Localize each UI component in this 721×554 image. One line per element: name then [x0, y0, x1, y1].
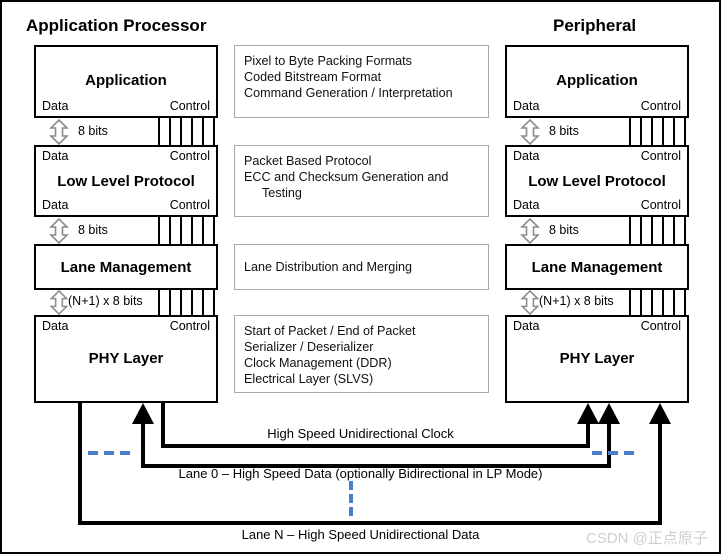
box-label: PHY Layer — [88, 350, 164, 367]
lane-ellipsis-dash-vertical — [349, 507, 353, 516]
lane-ellipsis-dash — [624, 451, 634, 455]
laneN-right-stub — [658, 420, 662, 525]
clock-link-horizontal — [161, 444, 590, 448]
column-title-application-processor: Application Processor — [26, 16, 207, 35]
column-title-peripheral: Peripheral — [553, 16, 637, 35]
connection-label-lane0: Lane 0 – High Speed Data (optionally Bid… — [178, 466, 543, 481]
lane-ellipsis-dash — [88, 451, 98, 455]
port-label-control: Control — [169, 319, 210, 333]
description-box-phy-layer: Start of Packet / End of Packet Serializ… — [234, 315, 489, 393]
port-label-data: Data — [42, 198, 69, 212]
connection-label-clock: High Speed Unidirectional Clock — [267, 426, 454, 441]
bidirectional-arrow-icon — [519, 217, 541, 249]
description-box-low-level-protocol: Packet Based Protocol ECC and Checksum G… — [234, 145, 489, 217]
lane0-arrow-up-right-icon — [597, 403, 621, 430]
right-box-lane-management[interactable]: Lane Management — [505, 244, 689, 290]
connection-label-laneN: Lane N – High Speed Unidirectional Data — [241, 527, 480, 542]
lane-ellipsis-dash-vertical — [349, 494, 353, 503]
description-line: Command Generation / Interpretation — [244, 86, 453, 100]
port-label-data: Data — [513, 319, 540, 333]
right-box-application[interactable]: Application Data Control — [505, 45, 689, 118]
bidirectional-arrow-icon — [48, 118, 70, 150]
interface-label-n1x8-bits: (N+1) x 8 bits — [68, 294, 143, 308]
laneN-arrow-up-icon — [648, 403, 672, 430]
clock-link-right-stub — [586, 420, 590, 448]
clock-arrow-up-icon — [576, 403, 600, 430]
control-bus-lines — [158, 217, 218, 244]
port-label-control: Control — [640, 319, 681, 333]
port-label-control: Control — [640, 149, 681, 163]
bidirectional-arrow-icon — [48, 217, 70, 249]
interface-label-8-bits: 8 bits — [549, 124, 579, 138]
description-box-lane-management: Lane Distribution and Merging — [234, 244, 489, 290]
interface-label-8-bits: 8 bits — [549, 223, 579, 237]
description-line: Testing — [262, 186, 302, 200]
lane0-horizontal — [141, 464, 611, 468]
right-box-phy-layer[interactable]: Data Control PHY Layer — [505, 315, 689, 403]
port-label-data: Data — [42, 149, 69, 163]
left-box-phy-layer[interactable]: Data Control PHY Layer — [34, 315, 218, 403]
port-label-data: Data — [42, 99, 69, 113]
control-bus-lines — [158, 290, 218, 315]
interface-label-n1x8-bits: (N+1) x 8 bits — [539, 294, 614, 308]
box-label: Lane Management — [60, 259, 192, 276]
port-label-control: Control — [640, 198, 681, 212]
lane-ellipsis-dash — [120, 451, 130, 455]
lane0-right-stub — [607, 420, 611, 468]
port-label-data: Data — [513, 99, 540, 113]
control-bus-lines — [629, 217, 689, 244]
bidirectional-arrow-icon — [519, 118, 541, 150]
port-label-data: Data — [513, 198, 540, 212]
lane-ellipsis-dash — [592, 451, 602, 455]
description-line: Serializer / Deserializer — [244, 340, 374, 354]
lane-ellipsis-dash-vertical — [349, 481, 353, 490]
description-line: Electrical Layer (SLVS) — [244, 372, 374, 386]
control-bus-lines — [158, 118, 218, 145]
laneN-horizontal — [78, 521, 662, 525]
bidirectional-arrow-icon — [48, 289, 70, 320]
control-bus-lines — [629, 118, 689, 145]
port-label-data: Data — [42, 319, 69, 333]
watermark: CSDN @正点原子 — [586, 530, 708, 547]
right-box-low-level-protocol[interactable]: Data Control Low Level Protocol Data Con… — [505, 145, 689, 217]
box-label: Low Level Protocol — [528, 173, 666, 190]
lane-ellipsis-dash — [104, 451, 114, 455]
left-box-lane-management[interactable]: Lane Management — [34, 244, 218, 290]
description-line: Lane Distribution and Merging — [244, 260, 413, 274]
description-line: Coded Bitstream Format — [244, 70, 382, 84]
lane-ellipsis-dash — [608, 451, 618, 455]
left-box-low-level-protocol[interactable]: Data Control Low Level Protocol Data Con… — [34, 145, 218, 217]
port-label-control: Control — [169, 198, 210, 212]
box-label: Low Level Protocol — [57, 173, 195, 190]
bidirectional-arrow-icon — [519, 289, 541, 320]
description-line: Packet Based Protocol — [244, 154, 372, 168]
clock-link-left-stub — [161, 403, 165, 448]
description-line: Pixel to Byte Packing Formats — [244, 54, 412, 68]
port-label-data: Data — [513, 149, 540, 163]
laneN-left-stub — [78, 403, 82, 525]
box-label: Lane Management — [531, 259, 663, 276]
lane0-left-stub — [141, 420, 145, 468]
port-label-control: Control — [169, 99, 210, 113]
box-label: Application — [556, 72, 638, 89]
lane0-arrow-up-left-icon — [131, 403, 155, 430]
left-box-application[interactable]: Application Data Control — [34, 45, 218, 118]
description-line: Start of Packet / End of Packet — [244, 324, 416, 338]
interface-label-8-bits: 8 bits — [78, 124, 108, 138]
description-line: Clock Management (DDR) — [244, 356, 392, 370]
control-bus-lines — [629, 290, 689, 315]
port-label-control: Control — [640, 99, 681, 113]
port-label-control: Control — [169, 149, 210, 163]
box-label: PHY Layer — [559, 350, 635, 367]
description-line: ECC and Checksum Generation and — [244, 170, 449, 184]
description-box-application: Pixel to Byte Packing Formats Coded Bits… — [234, 45, 489, 118]
box-label: Application — [85, 72, 167, 89]
interface-label-8-bits: 8 bits — [78, 223, 108, 237]
